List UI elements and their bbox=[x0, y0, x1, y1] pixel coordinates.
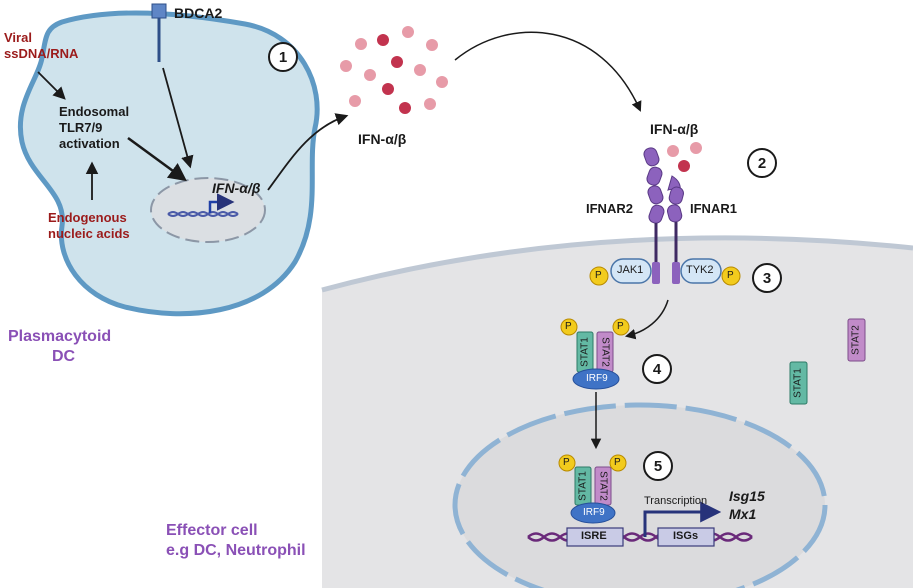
transcription-arrow bbox=[643, 501, 722, 537]
bdca2-label: BDCA2 bbox=[174, 5, 223, 21]
pdc-transcription-arrow bbox=[208, 193, 235, 213]
ifnar1-label: IFNAR1 bbox=[690, 201, 737, 216]
endogenous-label-line1: Endogenous bbox=[48, 210, 127, 225]
nuc-irf9-label: IRF9 bbox=[583, 507, 605, 518]
arrow-receptor-to-stat bbox=[624, 299, 669, 340]
viral-label-line1: Viral bbox=[4, 30, 32, 45]
viral-label-line2: ssDNA/RNA bbox=[4, 46, 79, 61]
pdc-cell-name-line2: DC bbox=[52, 348, 76, 365]
ifnar1-receptor bbox=[666, 175, 684, 284]
effector-name-line1: Effector cell bbox=[166, 522, 258, 539]
isre-box-shape bbox=[566, 527, 624, 547]
gene-mx1-label: Mx1 bbox=[729, 506, 757, 522]
free-stat2-label: STAT2 bbox=[850, 325, 862, 355]
tyk2-label: TYK2 bbox=[686, 264, 714, 276]
arrow-ifn-to-receptor bbox=[454, 31, 642, 112]
effector-name-line2: e.g DC, Neutrophil bbox=[166, 542, 306, 559]
jak1-phospho-label: P bbox=[595, 270, 602, 281]
isre-label: ISRE bbox=[581, 530, 607, 542]
arrow-viral-to-tlr bbox=[37, 71, 66, 100]
nuc-stat2-label: STAT2 bbox=[597, 471, 609, 501]
nuclear-envelope bbox=[452, 402, 828, 588]
step-5-badge: 5 bbox=[643, 451, 673, 481]
isgs-box-shape bbox=[657, 527, 715, 547]
free-stat1-label: STAT1 bbox=[792, 368, 804, 398]
cyto-stat2-label: STAT2 bbox=[599, 337, 611, 367]
cyto-p-left-label: P bbox=[565, 321, 572, 332]
ifn-molecule-cluster bbox=[340, 26, 448, 114]
jak1-shape bbox=[610, 258, 652, 284]
cyto-p-right-label: P bbox=[617, 321, 624, 332]
stat-complex-cytoplasm bbox=[560, 318, 630, 390]
tlr-label-line1: Endosomal bbox=[59, 104, 130, 119]
nuc-stat1-label: STAT1 bbox=[577, 471, 589, 501]
ifn-secreted-label: IFN-α/β bbox=[358, 131, 407, 147]
nuc-p-right-label: P bbox=[614, 457, 621, 468]
ifn-bound-label: IFN-α/β bbox=[650, 121, 699, 137]
isgs-label: ISGs bbox=[673, 530, 699, 542]
tlr-label-line2: TLR7/9 bbox=[59, 120, 103, 135]
step-3-badge: 3 bbox=[752, 263, 782, 293]
free-stat1-shape bbox=[789, 361, 808, 405]
stat-complex-nucleus bbox=[558, 454, 627, 524]
bdca2-receptor-head bbox=[151, 3, 167, 19]
gene-isg15-label: Isg15 bbox=[729, 488, 765, 504]
step-4-badge: 4 bbox=[642, 354, 672, 384]
pdc-cell-name-line1: Plasmacytoid bbox=[8, 328, 112, 345]
arrow-secretion bbox=[267, 113, 349, 191]
tyk2-phospho bbox=[721, 266, 741, 286]
tlr-label-line3: activation bbox=[59, 136, 120, 151]
free-stat2-shape bbox=[847, 318, 866, 362]
step-2-badge: 2 bbox=[747, 148, 777, 178]
effector-nucleus bbox=[455, 405, 825, 588]
transcription-label: Transcription bbox=[644, 495, 708, 507]
ifnar2-label: IFNAR2 bbox=[586, 201, 633, 216]
pdc-nucleus bbox=[150, 177, 266, 243]
tyk2-phospho-label: P bbox=[727, 270, 734, 281]
nuc-p-left-label: P bbox=[563, 457, 570, 468]
step-1-badge: 1 bbox=[268, 42, 298, 72]
ifnar2-receptor bbox=[643, 147, 665, 284]
jak1-label: JAK1 bbox=[617, 264, 644, 276]
pdc-gene-label: IFN-α/β bbox=[212, 180, 261, 196]
cyto-irf9-label: IRF9 bbox=[586, 373, 608, 384]
endogenous-label-line2: nucleic acids bbox=[48, 226, 130, 241]
cyto-stat1-label: STAT1 bbox=[579, 337, 591, 367]
arrow-bdca2-to-nucleus bbox=[162, 67, 194, 169]
effector-membrane bbox=[321, 235, 913, 293]
jak1-phospho bbox=[589, 266, 609, 286]
arrow-tlr-to-nucleus bbox=[127, 136, 187, 182]
tyk2-shape bbox=[680, 258, 722, 284]
ifn-bound-molecules bbox=[667, 142, 702, 172]
